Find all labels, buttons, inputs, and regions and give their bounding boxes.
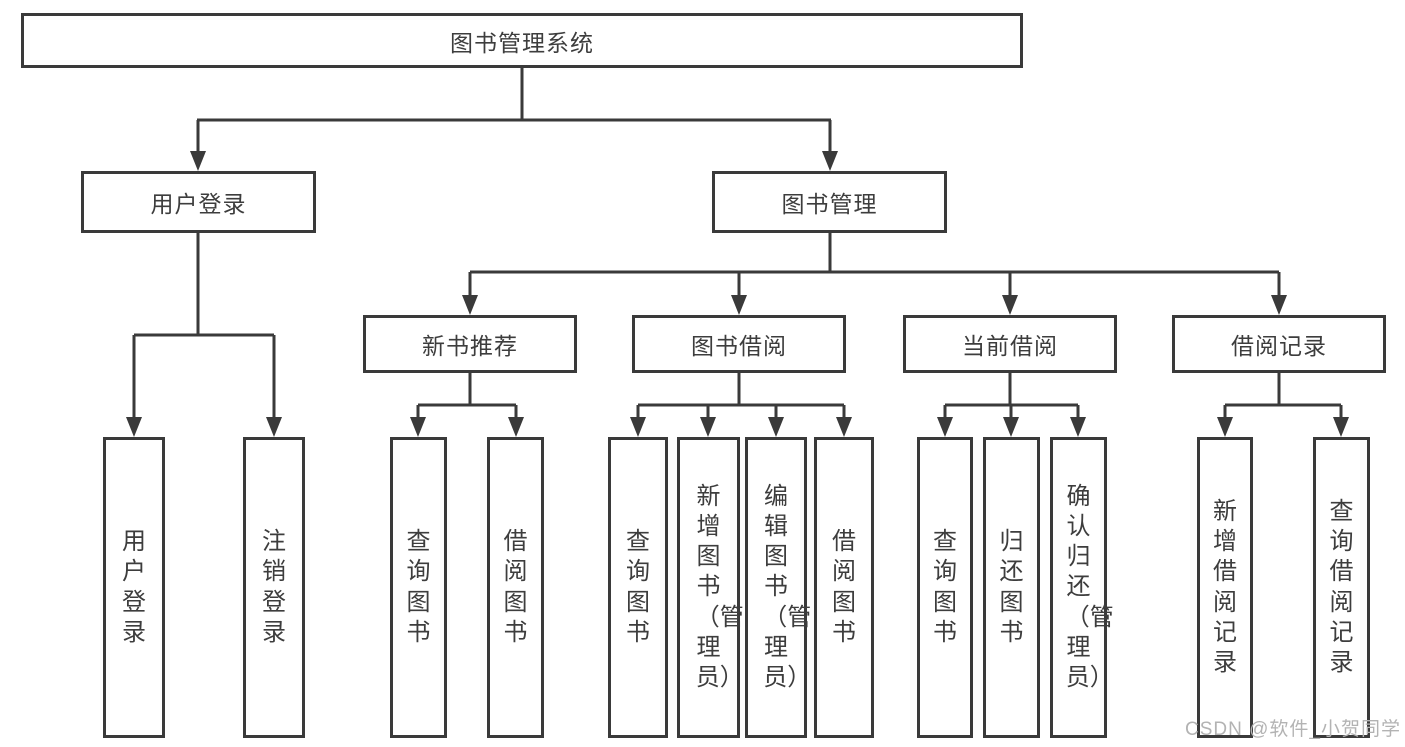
node-label: 图书管理系统 bbox=[450, 29, 594, 56]
leaf-borrow-books-recommend: 借阅图书 bbox=[487, 437, 544, 738]
leaf-label: 编辑图书（管理员） bbox=[763, 482, 812, 692]
leaf-edit-books-admin: 编辑图书（管理员） bbox=[745, 437, 812, 738]
leaf-label: 用户登录 bbox=[122, 528, 146, 646]
leaf-label: 查询图书 bbox=[406, 528, 431, 646]
leaf-confirm-return-admin: 确认归还（管理员） bbox=[1050, 437, 1114, 738]
node-borrow-records: 借阅记录 bbox=[1172, 315, 1386, 373]
leaf-label: 归还图书 bbox=[999, 528, 1024, 646]
node-user-login: 用户登录 bbox=[81, 171, 316, 233]
node-current-borrowing: 当前借阅 bbox=[903, 315, 1117, 373]
leaf-label: 查询图书 bbox=[933, 528, 957, 646]
leaf-query-books-current: 查询图书 bbox=[917, 437, 973, 738]
node-system-root: 图书管理系统 bbox=[21, 13, 1023, 68]
leaf-label: 新增图书（管理员） bbox=[695, 482, 744, 692]
csdn-watermark: CSDN @软件_小贺同学 bbox=[1185, 719, 1401, 740]
leaf-query-books-borrowing: 查询图书 bbox=[608, 437, 668, 738]
node-label: 图书管理 bbox=[781, 191, 878, 217]
node-label: 借阅记录 bbox=[1231, 333, 1327, 359]
leaf-logout: 注销登录 bbox=[243, 437, 305, 738]
leaf-query-books-recommend: 查询图书 bbox=[390, 437, 447, 738]
arrow-down-icons bbox=[126, 151, 1349, 437]
leaf-label: 确认归还（管理员） bbox=[1065, 482, 1114, 692]
leaf-add-books-admin: 新增图书（管理员） bbox=[677, 437, 744, 738]
leaf-borrow-books: 借阅图书 bbox=[814, 437, 874, 738]
node-label: 当前借阅 bbox=[962, 333, 1058, 359]
node-label: 新书推荐 bbox=[422, 333, 518, 359]
node-label: 图书借阅 bbox=[691, 333, 787, 359]
leaf-query-borrow-record: 查询借阅记录 bbox=[1313, 437, 1370, 738]
leaf-add-borrow-record: 新增借阅记录 bbox=[1197, 437, 1253, 738]
node-book-borrowing: 图书借阅 bbox=[632, 315, 846, 373]
leaf-label: 借阅图书 bbox=[503, 528, 528, 646]
node-book-management: 图书管理 bbox=[712, 171, 947, 233]
leaf-label: 注销登录 bbox=[262, 528, 286, 646]
node-new-book-recommend: 新书推荐 bbox=[363, 315, 577, 373]
leaf-label: 借阅图书 bbox=[832, 528, 856, 646]
connector-lines bbox=[132, 68, 1343, 419]
leaf-label: 新增借阅记录 bbox=[1213, 497, 1237, 676]
leaf-label: 查询借阅记录 bbox=[1329, 497, 1354, 676]
node-label: 用户登录 bbox=[150, 191, 247, 217]
leaf-return-books: 归还图书 bbox=[983, 437, 1040, 738]
leaf-user-login: 用户登录 bbox=[103, 437, 165, 738]
leaf-label: 查询图书 bbox=[626, 528, 650, 646]
